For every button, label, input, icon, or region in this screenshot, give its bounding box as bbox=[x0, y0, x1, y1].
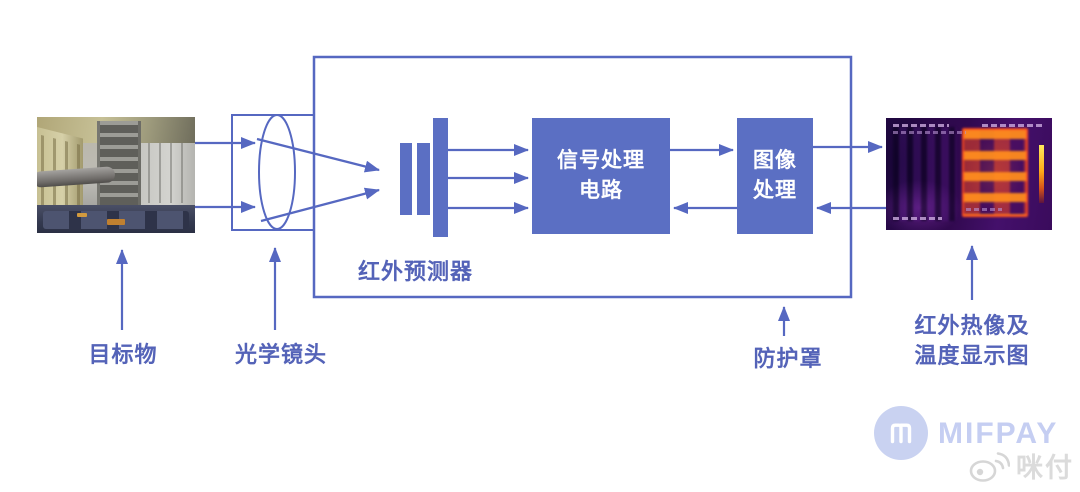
mifpay-logo-icon bbox=[874, 406, 928, 460]
mifpay-m-glyph bbox=[890, 423, 912, 444]
lens-ray-top bbox=[256, 137, 380, 173]
image-processing-label-line2: 处理 bbox=[753, 179, 797, 202]
label-lens: 光学镜头 bbox=[234, 342, 328, 367]
signal-processing-label-line1: 信号处理 bbox=[557, 148, 645, 172]
signal-processing-label-line2: 电路 bbox=[579, 179, 623, 202]
detector-bar-3 bbox=[433, 118, 448, 237]
thermal-osd-text-bottomcenter bbox=[965, 207, 1003, 211]
lens-ray-bottom bbox=[260, 187, 380, 223]
image-processing-box: 图像 处理 bbox=[737, 118, 813, 234]
thermal-osd-text-topleft bbox=[892, 123, 950, 127]
signal-processing-box: 信号处理 电路 bbox=[532, 118, 670, 234]
thermal-caption-line1: 红外热像及 bbox=[914, 313, 1030, 338]
thermal-osd-text-topright bbox=[982, 123, 1043, 127]
thermal-color-scale bbox=[1038, 144, 1044, 204]
label-cover: 防护罩 bbox=[753, 346, 823, 371]
label-detector: 红外预测器 bbox=[358, 259, 474, 284]
thermal-osd-text-topleft-2 bbox=[892, 131, 966, 135]
detector-bar-2 bbox=[417, 143, 430, 215]
photo-wall-pipes bbox=[137, 141, 189, 203]
weibo-icon bbox=[969, 451, 1010, 482]
thermal-hotspot-grid bbox=[962, 128, 1028, 218]
thermal-image bbox=[886, 118, 1052, 230]
optical-lens-ellipse bbox=[258, 114, 296, 230]
label-target: 目标物 bbox=[88, 342, 158, 367]
optical-lens-box bbox=[231, 114, 315, 231]
thermal-dark-bands bbox=[892, 126, 956, 222]
photo-orange-accent-2 bbox=[77, 213, 87, 217]
thermal-caption-line2: 温度显示图 bbox=[914, 342, 1030, 368]
image-processing-label-line1: 图像 bbox=[753, 148, 797, 172]
thermal-caption: 红外热像及 温度显示图 bbox=[914, 311, 1029, 370]
watermark: 咪付 bbox=[968, 446, 1074, 485]
detector-bar-1 bbox=[400, 143, 412, 215]
target-photo bbox=[37, 117, 195, 233]
thermal-osd-text-bottomleft bbox=[892, 216, 943, 220]
mifpay-logo-text: MIFPAY bbox=[938, 417, 1059, 450]
watermark-text: 咪付 bbox=[1016, 453, 1074, 483]
photo-orange-accent bbox=[107, 219, 125, 225]
